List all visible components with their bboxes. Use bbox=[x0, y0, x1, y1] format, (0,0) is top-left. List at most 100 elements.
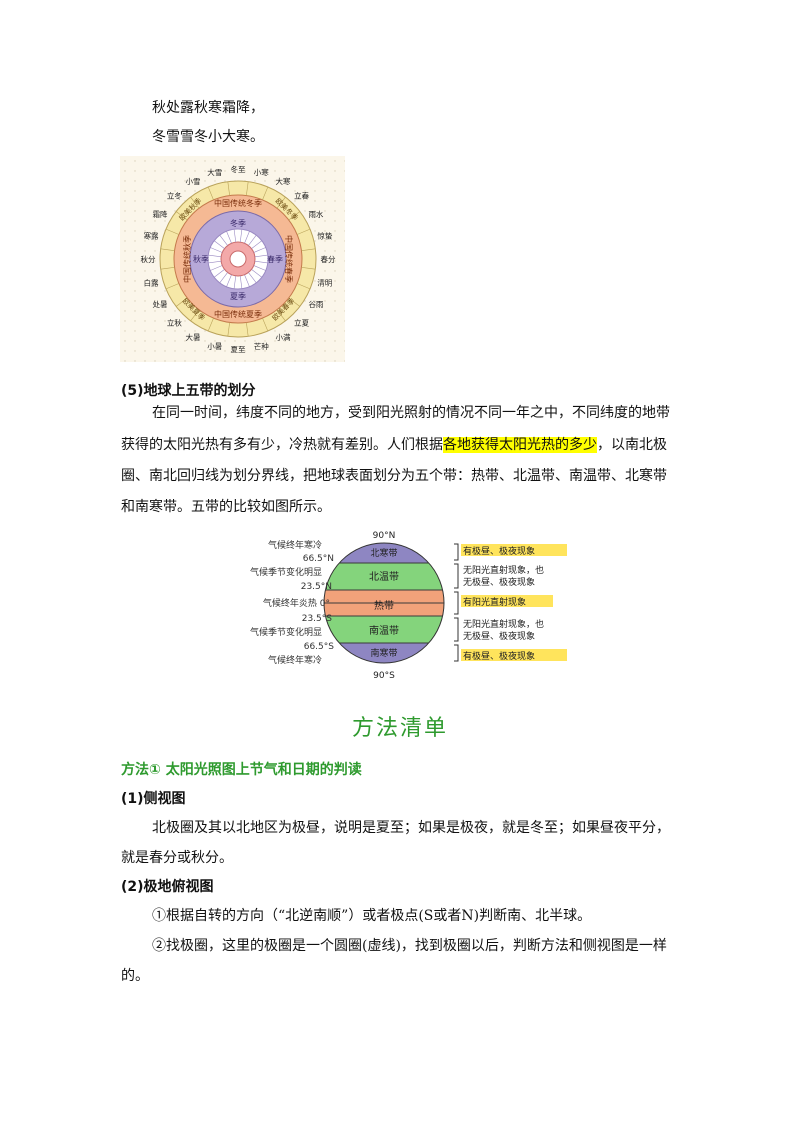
note-north-frigid: 有极昼、极夜现象 bbox=[463, 545, 535, 557]
bracket-south-frigid bbox=[454, 644, 459, 662]
outer-spoke bbox=[227, 322, 230, 337]
zone-name-south-temperate: 南温带 bbox=[369, 624, 399, 637]
five-zones-svg: 90°N 90°S 北寒带 北温带 热带 南温带 南寒带 气候终年寒冷 66.5… bbox=[250, 531, 567, 681]
left-label-8: 气候终年寒冷 bbox=[268, 654, 322, 666]
left-label-6: 气候季节变化明显 bbox=[250, 626, 322, 638]
side-view-line2: 就是春分或秋分。 bbox=[121, 850, 233, 866]
solar-term-label: 大雪 bbox=[207, 167, 222, 177]
side-view-heading: (1)侧视图 bbox=[121, 791, 186, 807]
label-90s: 90°S bbox=[373, 671, 395, 681]
note-south-frigid: 有极昼、极夜现象 bbox=[463, 650, 535, 662]
method1-heading: 方法① 太阳光照图上节气和日期的判读 bbox=[121, 762, 362, 778]
highlight-text: 各地获得太阳光热的多少 bbox=[443, 437, 597, 453]
spoke bbox=[253, 247, 266, 253]
outer-spoke bbox=[190, 309, 200, 322]
note-temperate-a: 无阳光直射现象，也 bbox=[463, 564, 544, 576]
solar-term-label: 夏至 bbox=[231, 345, 246, 354]
outer-spoke bbox=[246, 322, 249, 337]
zone-name-north-frigid: 北寒带 bbox=[370, 547, 397, 559]
spoke bbox=[248, 235, 257, 246]
spoke bbox=[254, 260, 268, 264]
spoke bbox=[254, 254, 268, 258]
inner-season-winter: 冬季 bbox=[230, 218, 246, 228]
center-dot bbox=[229, 250, 247, 268]
note-bg-south-frigid bbox=[461, 649, 567, 661]
solar-term-label: 小暑 bbox=[207, 342, 222, 351]
solar-term-label: 白露 bbox=[144, 277, 159, 287]
outer-spoke bbox=[297, 228, 311, 235]
spoke bbox=[253, 265, 266, 271]
solar-term-label: 大暑 bbox=[186, 332, 201, 342]
spoke bbox=[239, 275, 243, 289]
outer-spoke bbox=[297, 283, 311, 290]
spoke bbox=[226, 274, 232, 287]
inner-season-autumn: 秋季 bbox=[193, 254, 209, 264]
section5-heading: (5)地球上五带的划分 bbox=[121, 383, 256, 399]
solar-term-label: 小满 bbox=[276, 332, 291, 342]
outer-spoke bbox=[207, 186, 214, 200]
season-label-winter: 中国传统冬季 bbox=[214, 198, 262, 208]
solar-term-label: 立春 bbox=[294, 190, 309, 200]
globe-outline bbox=[323, 542, 445, 664]
solar-term-label: 秋分 bbox=[141, 254, 156, 264]
bracket-tropical bbox=[454, 591, 459, 615]
zone-name-south-frigid: 南寒带 bbox=[370, 647, 397, 659]
poem-line-1: 秋处露秋寒霜降， bbox=[152, 100, 264, 116]
note-temperate-b: 无极昼、极夜现象 bbox=[463, 576, 535, 588]
left-label-5: 23.5°S bbox=[302, 614, 333, 624]
outer-spoke bbox=[262, 186, 269, 200]
spoke bbox=[210, 265, 223, 271]
outer-spoke bbox=[301, 267, 316, 270]
left-label-4: 气候终年炎热 0° bbox=[263, 597, 330, 609]
note-bg-tropical bbox=[461, 595, 553, 607]
outer-spoke bbox=[190, 196, 200, 209]
outer-spoke bbox=[175, 297, 188, 307]
spoke bbox=[214, 240, 225, 249]
note-tropical: 有阳光直射现象 bbox=[463, 596, 526, 608]
solar-terms-svg: 冬至小寒大寒立春雨水惊蛰春分清明谷雨立夏小满芒种夏至小暑大暑立秋处暑白露秋分寒露… bbox=[120, 156, 345, 362]
spoke bbox=[219, 272, 228, 283]
solar-term-label: 大寒 bbox=[276, 176, 291, 186]
bracket-north-temperate bbox=[454, 563, 459, 589]
outer-spoke bbox=[227, 181, 230, 196]
section5-para-line1: 在同一时间，纬度不同的地方，受到阳光照射的情况不同一年之中，不同纬度的地带 bbox=[152, 405, 670, 421]
spoke bbox=[244, 231, 250, 244]
left-label-2: 气候季节变化明显 bbox=[250, 566, 322, 578]
bracket-south-temperate bbox=[454, 617, 459, 642]
season-label-summer: 中国传统夏季 bbox=[214, 309, 262, 319]
spokes bbox=[160, 181, 316, 337]
solar-term-label: 立夏 bbox=[294, 318, 309, 328]
spoke bbox=[210, 247, 223, 253]
outer-spoke bbox=[262, 318, 269, 332]
solar-term-label: 惊蛰 bbox=[317, 231, 332, 241]
solar-term-label: 霜降 bbox=[153, 209, 168, 219]
spoke bbox=[208, 260, 222, 264]
polar-item2-line1: ②找极圈，这里的极圈是一个圆圈(虚线)，找到极圈以后，判断方法和侧视图是一样 bbox=[152, 938, 667, 954]
outer-spoke bbox=[165, 228, 179, 235]
solar-term-label: 冬至 bbox=[231, 164, 246, 174]
side-view-line1: 北极圈及其以北地区为极昼，说明是夏至；如果是极夜，就是冬至；如果昼夜平分， bbox=[152, 820, 670, 836]
label-90n: 90°N bbox=[373, 531, 396, 541]
solar-terms-figure: 冬至小寒大寒立春雨水惊蛰春分清明谷雨立夏小满芒种夏至小暑大暑立秋处暑白露秋分寒露… bbox=[120, 156, 345, 362]
five-zones-figure: 90°N 90°S 北寒带 北温带 热带 南温带 南寒带 气候终年寒冷 66.5… bbox=[232, 523, 580, 683]
polar-item2-line2: 的。 bbox=[121, 968, 149, 984]
para-line2-b: ，以南北极 bbox=[597, 437, 667, 453]
bracket-north-frigid bbox=[454, 543, 459, 561]
outer-spoke bbox=[165, 283, 179, 290]
note-south-temperate-b: 无极昼、极夜现象 bbox=[463, 630, 535, 642]
spoke bbox=[219, 235, 228, 246]
zone-name-north-temperate: 北温带 bbox=[369, 571, 399, 583]
solar-term-label: 处暑 bbox=[153, 299, 168, 309]
season-label-autumn: 中国传统秋季 bbox=[182, 235, 192, 283]
solar-term-label: 立秋 bbox=[167, 318, 182, 328]
left-label-1: 66.5°N bbox=[303, 554, 334, 564]
outer-spoke bbox=[288, 297, 301, 307]
solar-term-label: 小雪 bbox=[186, 177, 201, 186]
outer-spoke bbox=[246, 181, 249, 196]
outer-spoke bbox=[160, 267, 175, 270]
solar-term-label: 芒种 bbox=[254, 341, 269, 351]
spoke bbox=[251, 269, 262, 278]
outer-spoke bbox=[160, 248, 175, 251]
spoke bbox=[226, 231, 232, 244]
outer-spoke bbox=[276, 196, 286, 209]
